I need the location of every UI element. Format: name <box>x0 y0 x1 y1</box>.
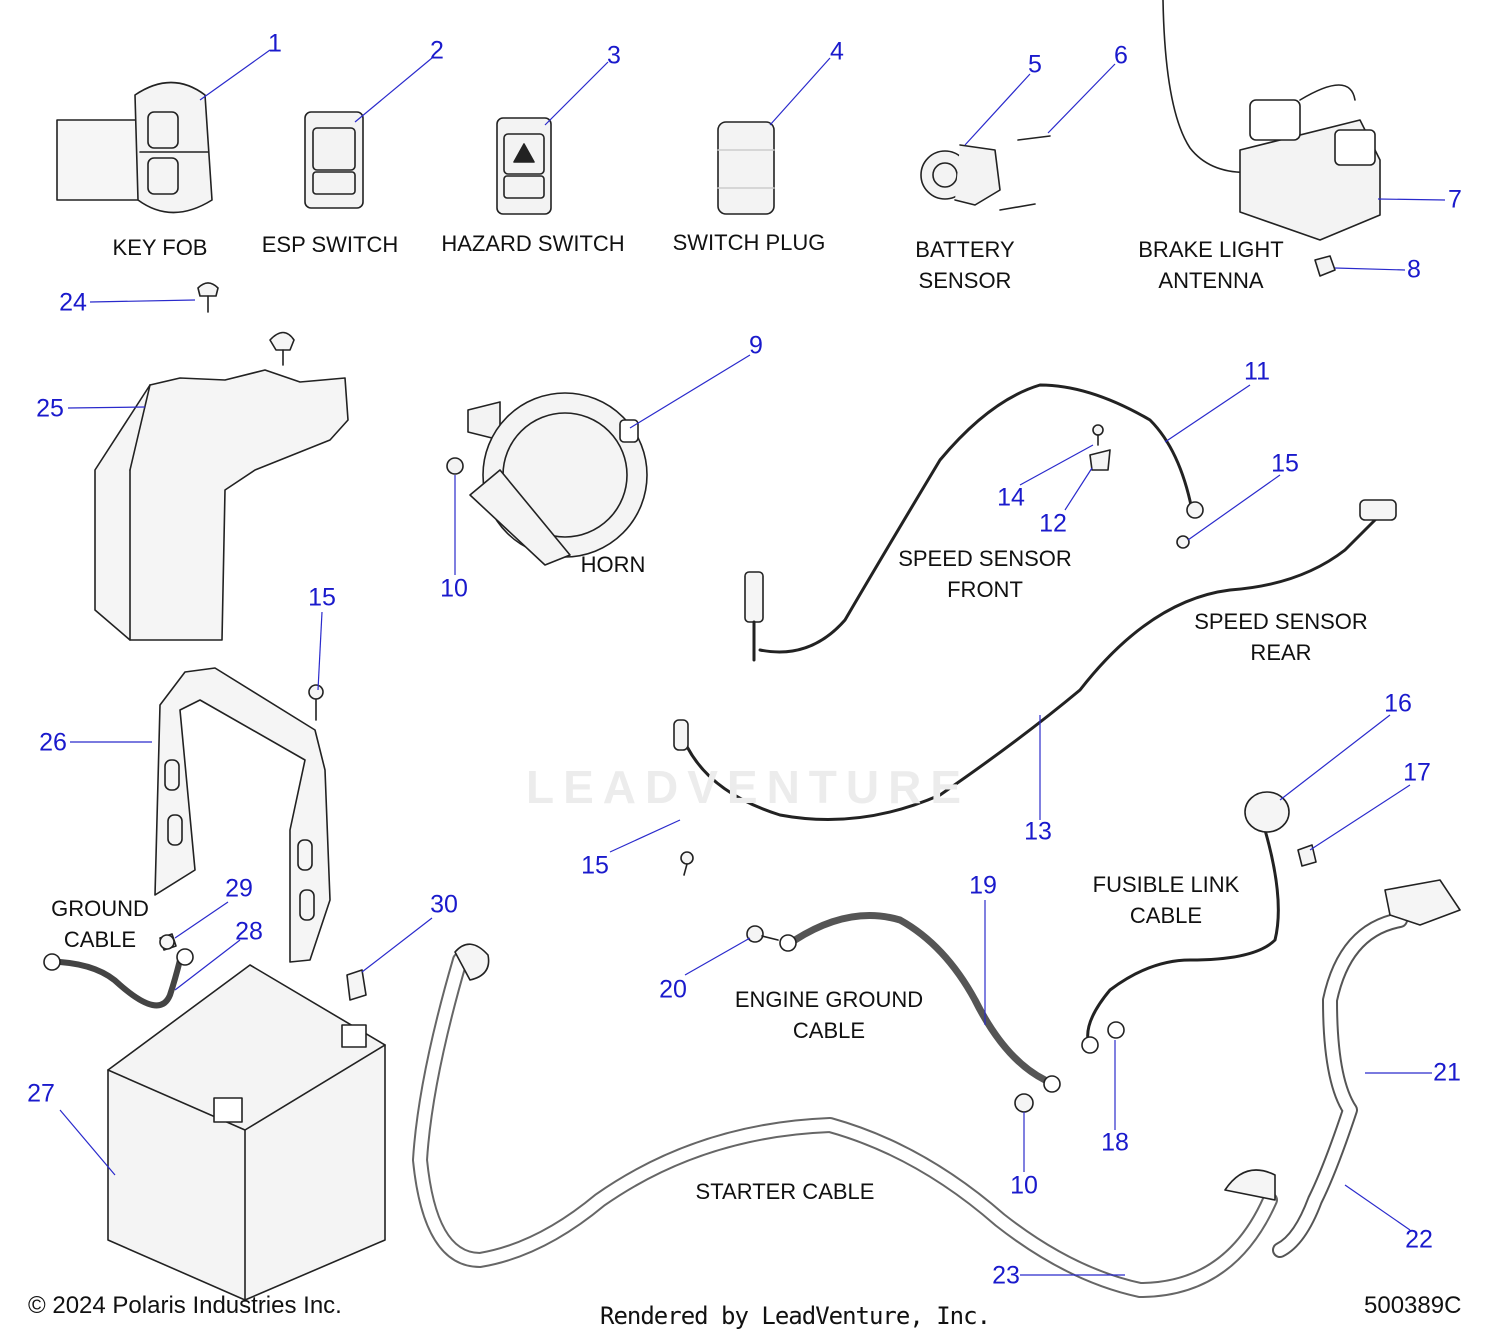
nut-30-part <box>346 969 367 1001</box>
callout-17[interactable]: 17 <box>1403 758 1431 787</box>
callout-14[interactable]: 14 <box>997 483 1025 512</box>
cable-21-part <box>1272 879 1461 1258</box>
callout-16[interactable]: 16 <box>1384 689 1412 718</box>
callout-11[interactable]: 11 <box>1244 357 1270 386</box>
callout-26[interactable]: 26 <box>39 728 67 757</box>
callout-29[interactable]: 29 <box>225 874 253 903</box>
label-key-fob: KEY FOB <box>112 235 208 260</box>
battery-bracket-part <box>154 667 331 963</box>
leader-lines <box>59 49 1446 1276</box>
label-ground-cable: GROUND CABLE <box>51 896 149 952</box>
callout-28[interactable]: 28 <box>235 917 263 946</box>
callout-6[interactable]: 6 <box>1114 41 1128 70</box>
callout-15-rear[interactable]: 15 <box>581 851 609 880</box>
engine-ground-cable-part <box>779 912 1061 1093</box>
label-speed-sensor-front: SPEED SENSOR FRONT <box>898 546 1072 602</box>
diagram-id: 500389C <box>1364 1292 1462 1319</box>
callout-8[interactable]: 8 <box>1407 255 1421 284</box>
callout-3[interactable]: 3 <box>607 41 621 70</box>
callout-7[interactable]: 7 <box>1448 185 1462 214</box>
rendered-by: Rendered by LeadVenture, Inc. <box>600 1302 991 1330</box>
key-fob-part <box>56 81 213 214</box>
callout-10-starter[interactable]: 10 <box>1010 1171 1038 1200</box>
callout-15-front[interactable]: 15 <box>1271 449 1299 478</box>
esp-switch-part <box>304 111 364 209</box>
label-starter-cable: STARTER CABLE <box>695 1179 875 1204</box>
label-horn: HORN <box>580 552 646 577</box>
speed-sensor-front-part <box>744 383 1204 662</box>
callout-22[interactable]: 22 <box>1405 1225 1433 1254</box>
callout-30[interactable]: 30 <box>430 890 458 919</box>
horn-part <box>446 392 648 566</box>
small-fasteners <box>159 424 1190 1113</box>
callout-21[interactable]: 21 <box>1433 1058 1461 1087</box>
label-speed-sensor-rear: SPEED SENSOR REAR <box>1194 609 1368 665</box>
starter-cable-part <box>412 943 1278 1298</box>
label-engine-ground-cable: ENGINE GROUND CABLE <box>734 987 924 1043</box>
callout-5[interactable]: 5 <box>1028 50 1042 79</box>
callout-13[interactable]: 13 <box>1024 817 1052 846</box>
callout-10-horn[interactable]: 10 <box>440 574 468 603</box>
label-fusible-link-cable: FUSIBLE LINK CABLE <box>1092 872 1240 928</box>
callout-4[interactable]: 4 <box>830 37 844 66</box>
hazard-switch-part <box>496 117 552 215</box>
callout-1[interactable]: 1 <box>268 29 282 58</box>
label-switch-plug: SWITCH PLUG <box>672 230 826 255</box>
callout-19[interactable]: 19 <box>969 871 997 900</box>
label-esp-switch: ESP SWITCH <box>261 232 399 257</box>
label-hazard-switch: HAZARD SWITCH <box>441 231 625 256</box>
switch-plug-part <box>717 121 775 215</box>
screw-24-part <box>197 282 219 313</box>
copyright: © 2024 Polaris Industries Inc. <box>28 1292 342 1319</box>
callout-2[interactable]: 2 <box>430 36 444 65</box>
label-battery-sensor: BATTERY SENSOR <box>915 237 1015 293</box>
callout-25[interactable]: 25 <box>36 394 64 423</box>
callout-27[interactable]: 27 <box>27 1079 55 1108</box>
battery-sensor-part <box>920 135 1051 211</box>
callout-20[interactable]: 20 <box>659 975 687 1004</box>
speed-sensor-rear-part <box>673 499 1397 821</box>
brake-light-antenna-part <box>1162 0 1381 277</box>
label-brake-light-antenna: BRAKE LIGHT ANTENNA <box>1138 237 1284 293</box>
callout-15-bracket[interactable]: 15 <box>308 583 336 612</box>
fusible-link-cable-part <box>1081 791 1317 1054</box>
callout-12[interactable]: 12 <box>1039 509 1067 538</box>
callout-9[interactable]: 9 <box>749 331 763 360</box>
battery-cover-part <box>94 331 349 641</box>
callout-18[interactable]: 18 <box>1101 1128 1129 1157</box>
battery-part <box>107 964 386 1301</box>
watermark: LEADVENTURE <box>525 761 971 813</box>
callout-23[interactable]: 23 <box>992 1261 1020 1290</box>
callout-24[interactable]: 24 <box>59 288 87 317</box>
